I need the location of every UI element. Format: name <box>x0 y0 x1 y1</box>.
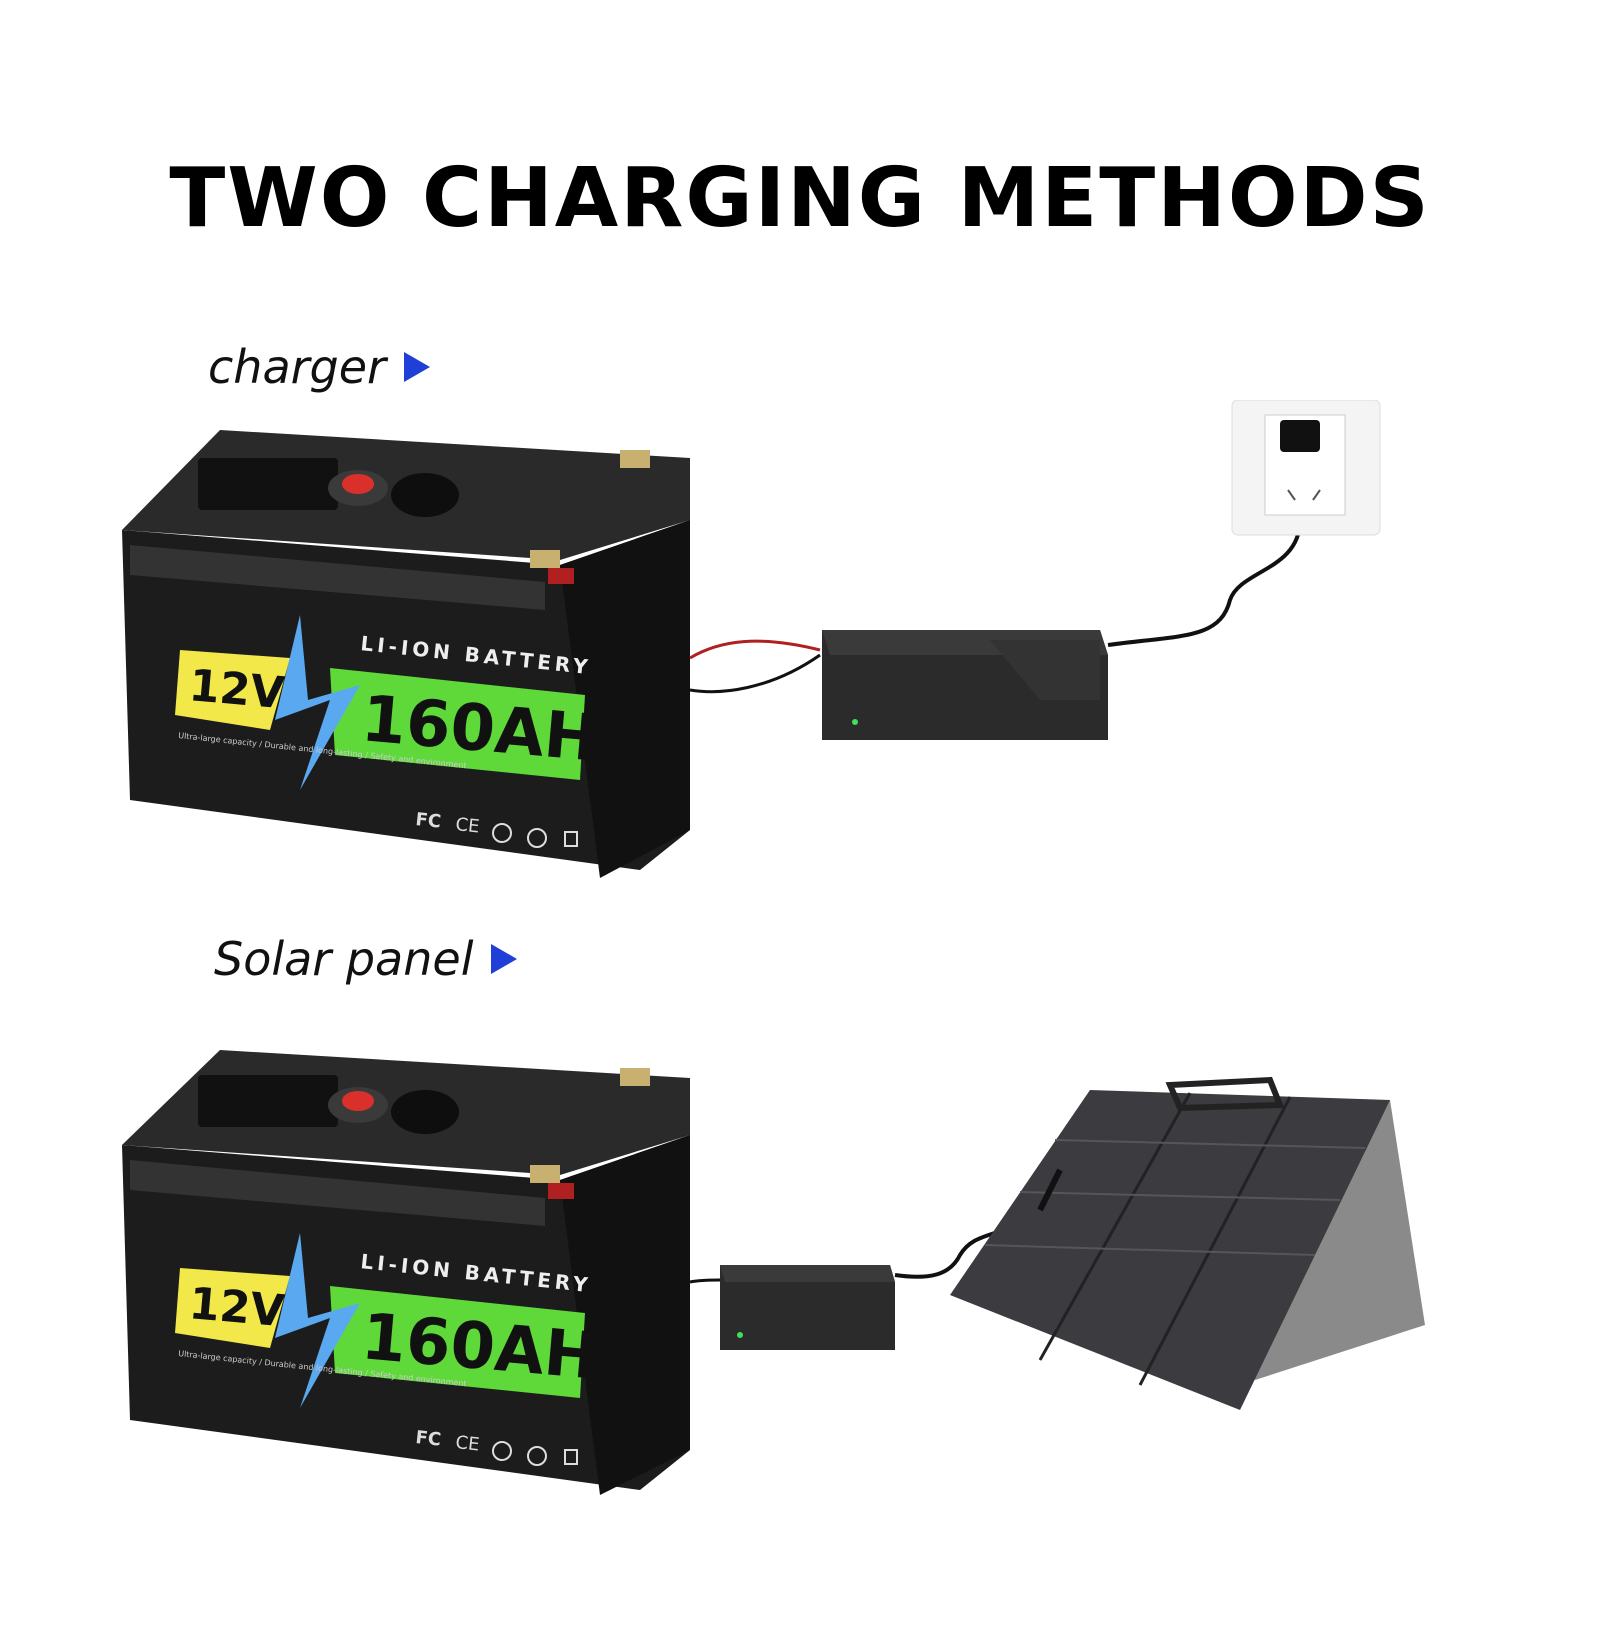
solar-illustration: 12V 160AH LI-ION BATTERY Ultra-large cap… <box>122 1050 1425 1495</box>
fcc-mark: FC <box>414 1427 442 1451</box>
battery-cable <box>689 1278 721 1284</box>
recycle-icon <box>492 823 512 843</box>
section-label-charger: charger <box>208 340 430 394</box>
lightning-bolt-icon <box>275 615 360 790</box>
power-switch-icon <box>342 474 374 494</box>
section-label-solar-panel: Solar panel <box>214 932 518 986</box>
usb-port-cover <box>198 458 338 510</box>
capacity-badge <box>330 1286 585 1398</box>
terminal-positive <box>530 550 560 568</box>
play-arrow-icon <box>403 352 430 382</box>
rohs-icon <box>527 828 547 848</box>
usb-port-cover <box>198 1075 338 1127</box>
weee-bin-icon <box>564 1449 578 1465</box>
solar-scene: 12V 160AH LI-ION BATTERY Ultra-large cap… <box>0 1050 1600 1650</box>
charger-illustration: 12V 160AH LI-ION BATTERY Ultra-large cap… <box>122 400 1381 878</box>
voltage-badge <box>175 1268 290 1348</box>
dc-port-icon <box>391 1090 459 1134</box>
fcc-mark: FC <box>414 809 442 833</box>
lightning-bolt-icon <box>275 1233 360 1408</box>
plug-icon <box>1280 420 1320 452</box>
red-cable <box>689 639 821 660</box>
weee-bin-icon <box>564 831 578 847</box>
recycle-icon <box>492 1441 512 1461</box>
charger-scene: 12V 160AH LI-ION BATTERY Ultra-large cap… <box>0 400 1600 1000</box>
terminal-positive <box>530 1165 560 1183</box>
black-cable <box>689 653 821 694</box>
controller-led-icon <box>737 1332 743 1338</box>
voltage-badge <box>175 650 290 730</box>
wall-socket <box>1231 400 1381 536</box>
page-title: TWO CHARGING METHODS <box>169 151 1431 246</box>
battery <box>122 430 690 878</box>
junction-box <box>1037 1168 1063 1212</box>
play-arrow-icon <box>491 944 518 974</box>
solar-panel <box>950 1076 1425 1410</box>
terminal-negative <box>620 1068 650 1086</box>
panel-handle <box>1165 1076 1285 1112</box>
charger-led-icon <box>852 719 858 725</box>
battery <box>122 1050 690 1495</box>
charger-brick <box>822 630 1108 740</box>
power-switch-icon <box>342 1091 374 1111</box>
terminal-negative <box>620 450 650 468</box>
ce-mark: CE <box>454 814 480 837</box>
capacity-badge <box>330 668 585 780</box>
battery-voltage: 12V <box>187 660 286 719</box>
charge-controller <box>720 1265 895 1350</box>
dc-port-icon <box>391 473 459 517</box>
battery-voltage: 12V <box>187 1278 286 1337</box>
ce-mark: CE <box>454 1432 480 1455</box>
rohs-icon <box>527 1446 547 1466</box>
